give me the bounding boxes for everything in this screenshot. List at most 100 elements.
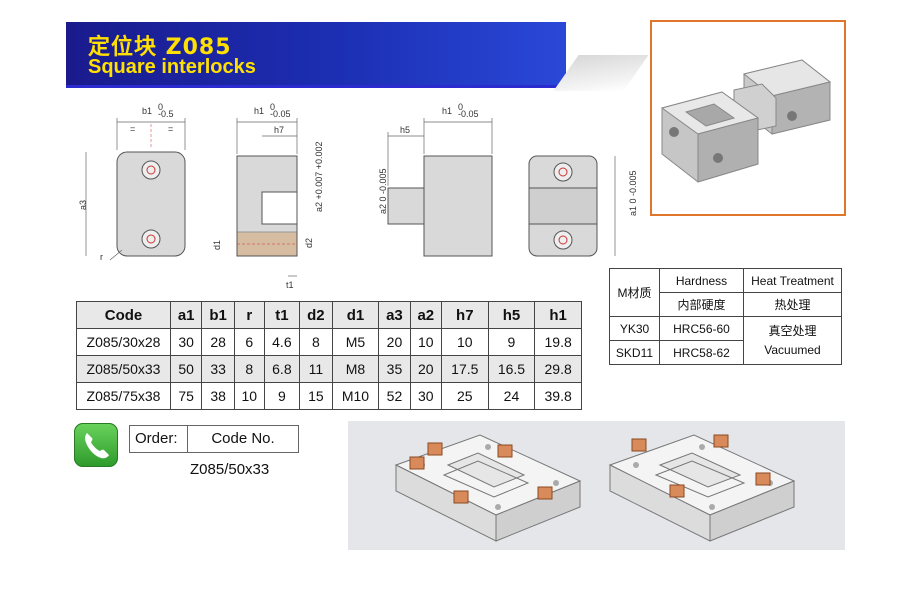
svg-text:t1: t1 — [286, 280, 294, 290]
col-header: h1 — [534, 301, 582, 329]
order-label: Order: — [130, 426, 188, 452]
banner-shadow — [553, 55, 649, 91]
male-side-view: h5 h1 0 -0.05 a2 0 -0.005 — [378, 102, 493, 257]
table-cell: M5 — [331, 328, 380, 356]
phone-icon[interactable] — [74, 423, 118, 467]
treatment-value-cn: 真空处理 — [768, 323, 817, 338]
table-cell: M8 — [331, 355, 380, 383]
front-view: b1 0 -0.5 = = a3 r — [78, 102, 186, 262]
table-cell: Z085/75x38 — [76, 382, 171, 410]
hardness-header: Hardness — [659, 268, 744, 293]
male-front-view: a1 0 -0.005 — [528, 155, 638, 257]
svg-text:-0.05: -0.05 — [458, 109, 479, 119]
svg-text:-0.05: -0.05 — [270, 109, 291, 119]
table-cell: 10 — [440, 328, 489, 356]
col-header: Code — [76, 301, 171, 329]
table-cell: 15 — [299, 382, 333, 410]
svg-text:=: = — [130, 124, 135, 134]
mold-plate-left — [394, 434, 582, 542]
table-cell: 19.8 — [534, 328, 582, 356]
table-row: Z085/75x38 75 38 10 9 15 M10 52 30 25 24… — [76, 382, 582, 410]
spec-header-row: Code a1 b1 r t1 d2 d1 a3 a2 h7 h5 h1 — [76, 301, 582, 329]
table-cell: 25 — [440, 382, 489, 410]
table-cell: 30 — [169, 328, 203, 356]
female-section-view: h1 0 -0.05 h7 a2 +0.007 +0.002 d1 d2 t1 — [212, 102, 324, 290]
table-cell: 9 — [487, 328, 536, 356]
hardness-header-cn: 内部硬度 — [659, 292, 744, 317]
treatment-header-cn: 热处理 — [743, 292, 842, 317]
table-cell: 33 — [201, 355, 235, 383]
col-header: a2 — [409, 301, 442, 329]
table-cell: 30 — [409, 382, 442, 410]
table-cell: 52 — [378, 382, 411, 410]
table-cell: 16.5 — [487, 355, 536, 383]
svg-text:h1: h1 — [442, 106, 452, 116]
svg-text:-0.5: -0.5 — [158, 109, 174, 119]
svg-text:r: r — [100, 252, 103, 262]
svg-text:b1: b1 — [142, 106, 152, 116]
svg-text:h5: h5 — [400, 125, 410, 135]
svg-text:0: 0 — [270, 102, 275, 112]
table-cell: 6 — [233, 328, 265, 356]
col-header: h7 — [440, 301, 489, 329]
treatment-value-en: Vacuumed — [764, 342, 821, 357]
table-cell: 4.6 — [263, 328, 301, 356]
table-cell: Z085/50x33 — [76, 355, 171, 383]
technical-drawings: b1 0 -0.5 = = a3 r h1 0 -0.05 h7 a2 +0.0… — [70, 100, 640, 295]
table-cell: 50 — [169, 355, 203, 383]
table-row: Z085/30x28 30 28 6 4.6 8 M5 20 10 10 9 1… — [76, 328, 582, 356]
svg-text:d2: d2 — [304, 238, 314, 248]
title-chinese: 定位块 Z085 — [88, 35, 232, 60]
table-cell: 75 — [169, 382, 203, 410]
table-cell: 29.8 — [534, 355, 582, 383]
col-header: r — [233, 301, 265, 329]
table-cell: 10 — [233, 382, 265, 410]
material-hardness: HRC56-60 — [659, 316, 744, 341]
material-name: YK30 — [609, 316, 660, 341]
col-header: d2 — [299, 301, 333, 329]
material-name: SKD11 — [609, 340, 660, 365]
mold-assembly-illustration — [348, 421, 845, 550]
svg-text:a1 0 -0.005: a1 0 -0.005 — [628, 170, 638, 216]
table-cell: 8 — [233, 355, 265, 383]
product-photo — [650, 20, 846, 216]
svg-text:a2 0 -0.005: a2 0 -0.005 — [378, 168, 388, 214]
order-box: Order: Code No. — [129, 425, 299, 453]
col-header: a1 — [169, 301, 203, 329]
code-no-label: Code No. — [211, 430, 275, 447]
table-cell: 10 — [409, 328, 442, 356]
table-cell: M10 — [331, 382, 380, 410]
spec-table: Code a1 b1 r t1 d2 d1 a3 a2 h7 h5 h1 Z08… — [76, 301, 582, 410]
table-cell: 20 — [378, 328, 411, 356]
table-cell: 9 — [263, 382, 301, 410]
col-header: h5 — [487, 301, 536, 329]
order-code-value: Z085/50x33 — [190, 461, 270, 478]
svg-text:d1: d1 — [212, 240, 222, 250]
table-cell: 28 — [201, 328, 235, 356]
material-hardness: HRC58-62 — [659, 340, 744, 365]
table-row: Z085/50x33 50 33 8 6.8 11 M8 35 20 17.5 … — [76, 355, 582, 383]
table-cell: 17.5 — [440, 355, 489, 383]
table-cell: Z085/30x28 — [76, 328, 171, 356]
table-cell: 24 — [487, 382, 536, 410]
title-banner — [66, 22, 566, 88]
treatment-value: 真空处理 Vacuumed — [743, 316, 842, 365]
table-cell: 6.8 — [263, 355, 301, 383]
col-header: d1 — [331, 301, 380, 329]
col-header: t1 — [263, 301, 301, 329]
svg-text:a2 +0.007 +0.002: a2 +0.007 +0.002 — [314, 141, 324, 212]
col-header: a3 — [378, 301, 411, 329]
material-table: M材质 Hardness Heat Treatment 内部硬度 热处理 YK3… — [609, 268, 842, 365]
interlock-illustration — [660, 59, 832, 183]
svg-text:a3: a3 — [78, 200, 88, 210]
svg-text:h7: h7 — [274, 125, 284, 135]
svg-text:=: = — [168, 124, 173, 134]
table-cell: 35 — [378, 355, 411, 383]
table-cell: 39.8 — [534, 382, 582, 410]
material-header: M材质 — [609, 268, 660, 317]
table-cell: 11 — [299, 355, 333, 383]
table-cell: 20 — [409, 355, 442, 383]
col-header: b1 — [201, 301, 235, 329]
treatment-header: Heat Treatment — [743, 268, 842, 293]
svg-text:0: 0 — [158, 102, 163, 112]
